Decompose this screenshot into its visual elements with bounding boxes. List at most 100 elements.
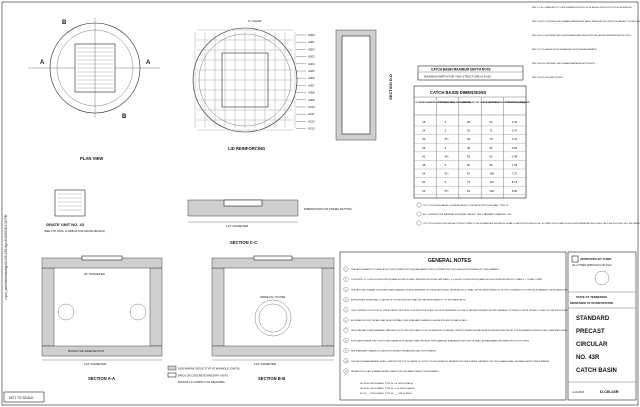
table-cell: 60 bbox=[467, 163, 471, 167]
file-path-label: c:\pw_work\tdot\drawings\D-CB-43R.dgn 4/… bbox=[4, 214, 8, 300]
section-aa: 114" DIAMETER 96" DIAMETER MONOLITHIC BA… bbox=[41, 255, 163, 381]
general-note: PAYMENT FOR CATCH BASIN DEEPER THAN 20' … bbox=[351, 370, 439, 373]
table-cell: 7.03 bbox=[512, 163, 518, 167]
table-cell: 0.65 bbox=[512, 146, 518, 150]
table-cell: 39 bbox=[467, 137, 471, 141]
lid-note: CUT-OUT HOLES FOR PRECAST STRUCTURES TO … bbox=[423, 222, 640, 225]
rebar-mark: A312 bbox=[308, 119, 315, 123]
rebar-mark: A310 bbox=[308, 105, 315, 109]
monolithic-label: MONOLITHIC BASE SECTION bbox=[68, 349, 104, 353]
general-note: FOR CASES WHERE THE OUTLET PIPE DIAMETER… bbox=[351, 339, 530, 342]
note-number: 10 bbox=[345, 361, 348, 363]
table-cell: 28 bbox=[467, 120, 471, 124]
table-cell: 114 bbox=[489, 180, 494, 184]
table-cell: 95 bbox=[489, 163, 493, 167]
callout-a-right: A bbox=[146, 60, 151, 66]
lid-note: ALL FLEXIBLE PIPE MATERIALS REQUIRE GASK… bbox=[423, 213, 513, 216]
table-cell: 81 bbox=[467, 189, 471, 193]
note-number: 6 bbox=[345, 320, 347, 322]
rebar-mark: A301 bbox=[308, 40, 315, 44]
rebar-mark: A309 bbox=[308, 98, 315, 102]
frame-setting-label: DIMENSIONS FOR FRAME SETTING bbox=[304, 207, 352, 211]
section-dd: SECTION D-D bbox=[335, 29, 393, 141]
general-note: PRECAST CATCH BASIN UNITS WHICH ARE DAMA… bbox=[351, 288, 596, 291]
section-cc-diameter: 114" DIAMETER bbox=[226, 224, 249, 228]
lid-note: CUT-OUT HOLES BASED ON REINFORCED CONCRE… bbox=[423, 204, 510, 207]
table-header-cell: DIAMETER OF CUT OUT "D" (INCHES) bbox=[460, 101, 498, 104]
revision-entry: REV. 1-1-06: CHANGED PCP ITEM NUMBER FRO… bbox=[532, 6, 633, 9]
section-aa-inner: 96" DIAMETER bbox=[84, 272, 106, 276]
table-cell: 120 bbox=[489, 189, 494, 193]
table-header-cell: BOX SECTION WEIGHT PER FOOT (TONS) bbox=[483, 102, 525, 104]
legend-grout: NON-SHRINK GROUT (TYP. AT MANHOLE JOINTS… bbox=[178, 367, 240, 371]
legend-backfill: BACKFILL & COMPACT AS REQUIRED bbox=[178, 380, 225, 384]
title-block: APPROVED BY FHWA (ALL OTHER APPROVALS ON… bbox=[567, 251, 637, 401]
approved-stamp: APPROVED BY FHWA bbox=[580, 257, 612, 261]
rebar-mark: A303 bbox=[308, 55, 315, 59]
title-line: PRECAST bbox=[576, 329, 605, 335]
invert-label: INSIDE DIA. OF PIPE bbox=[260, 295, 286, 299]
general-note: APPROPRIATE SIZING AND LOCATION OF LIFTI… bbox=[351, 299, 466, 302]
general-note: ALTERNATIVE JOINT DETAILS MAY BE ACCEPTA… bbox=[351, 319, 468, 322]
drawing-number: D-CB-43R bbox=[600, 389, 619, 394]
table-cell: 0.47 bbox=[512, 129, 518, 133]
callout-b-top: B bbox=[62, 20, 67, 26]
table-cell: 60 bbox=[422, 180, 426, 184]
table-cell: 30 bbox=[422, 137, 426, 141]
title-line: CIRCULAR bbox=[576, 342, 608, 348]
legend: NON-SHRINK GROUT (TYP. AT MANHOLE JOINTS… bbox=[167, 365, 240, 384]
approved-sub: (ALL OTHER APPROVALS ON FILE) bbox=[572, 264, 612, 267]
rebar-mark: A304 bbox=[308, 62, 315, 66]
dimensions-table: CATCH BASIN DIMENSIONS OUTSIDE DIAMETER … bbox=[413, 85, 530, 199]
table-cell: 74 bbox=[467, 180, 471, 184]
title-line: CATCH BASIN bbox=[576, 368, 617, 374]
max-depth-note: CATCH BASIN MAXIMUM DEPTH NOTE MAXIMUM D… bbox=[417, 65, 524, 81]
general-note: THE DEPTH MEASUREMENT SHALL START AT THE… bbox=[351, 360, 550, 363]
table-cell: 79 bbox=[489, 137, 493, 141]
table-cell: 8.12 bbox=[512, 180, 518, 184]
section-cc: 114" DIAMETER DIMENSIONS FOR FRAME SETTI… bbox=[187, 199, 352, 245]
revision-entry: REV. 10-14-16: REVISED CATCH BASIN MAXIM… bbox=[532, 62, 596, 65]
note-number: 2 bbox=[345, 279, 347, 281]
general-note: SEE ROADWAY PLANS DRAINAGE TABULATION FO… bbox=[351, 329, 588, 332]
general-note: CONCRETE: f'c = 4,000 POUNDS PER SQUARE … bbox=[351, 277, 543, 281]
table-cell: 33 bbox=[467, 129, 471, 133]
general-note: PRECAST ELEMENTS TO MEET ASTM C478 (CURR… bbox=[351, 268, 500, 271]
lid-clear-label: 2" CLEAR bbox=[248, 19, 262, 23]
note-number: 8 bbox=[345, 340, 347, 342]
grate-unit-note: (SEE STD. DWG. D-GRB-43 FOR GRATE DETAIL… bbox=[44, 229, 105, 233]
table-cell: 0.31 bbox=[512, 120, 518, 124]
callout-a-left: A bbox=[40, 60, 45, 66]
lid-notes: CUT-OUT HOLES BASED ON REINFORCED CONCRE… bbox=[416, 202, 640, 226]
note-number: 7 bbox=[345, 330, 347, 332]
title-line: NO. 43R bbox=[576, 355, 600, 361]
revision-entry: REV. 3-17-16: ADDED NOTE REGARDING DEPTH… bbox=[532, 48, 597, 51]
table-header-cell: PIPE WALL THICKNESS (INCHES) bbox=[438, 101, 472, 104]
table-header-cell: OUTSIDE DIAMETER OF PIPE (INCHES) bbox=[416, 101, 456, 104]
section-dd-title: SECTION D-D bbox=[388, 74, 393, 100]
note-number: 1 bbox=[345, 269, 347, 271]
max-depth-title: CATCH BASIN MAXIMUM DEPTH NOTE bbox=[431, 68, 491, 72]
table-cell: 3 bbox=[445, 120, 447, 124]
rebar-mark: A305 bbox=[308, 69, 315, 73]
max-depth-text: MAXIMUM DEPTH FOR THIS STRUCTURE IS 40.0… bbox=[424, 75, 492, 79]
section-aa-diameter: 114" DIAMETER bbox=[84, 362, 107, 366]
table-cell: 4½ bbox=[445, 154, 450, 158]
rebar-mark: A311 bbox=[308, 112, 315, 116]
rebar-mark: A300 bbox=[308, 33, 315, 37]
title-line: STANDARD bbox=[576, 316, 610, 322]
pay-item: 611-43.01 CATCH BASIN, TYPE 43, >4'-8' D… bbox=[360, 387, 415, 390]
table-cell: 6 bbox=[445, 180, 447, 184]
table-cell: 7.57 bbox=[512, 172, 518, 176]
section-bb: 114" DIAMETER INSIDE DIA. OF PIPE SECTIO… bbox=[211, 255, 335, 381]
table-cell: 24 bbox=[422, 129, 426, 133]
table-cell: 67 bbox=[467, 172, 471, 176]
table-cell: 46 bbox=[467, 146, 471, 150]
revisions: REV. 1-1-06: CHANGED PCP ITEM NUMBER FRO… bbox=[532, 6, 640, 79]
table-cell: 106 bbox=[489, 172, 494, 176]
revision-entry: REV. 4-10-18: REVISED NOTES. bbox=[532, 77, 563, 79]
rebar-mark: A302 bbox=[308, 47, 315, 51]
table-header-cell: PER DESIGN REQUIRED bbox=[505, 102, 530, 104]
table-cell: 36 bbox=[422, 146, 426, 150]
